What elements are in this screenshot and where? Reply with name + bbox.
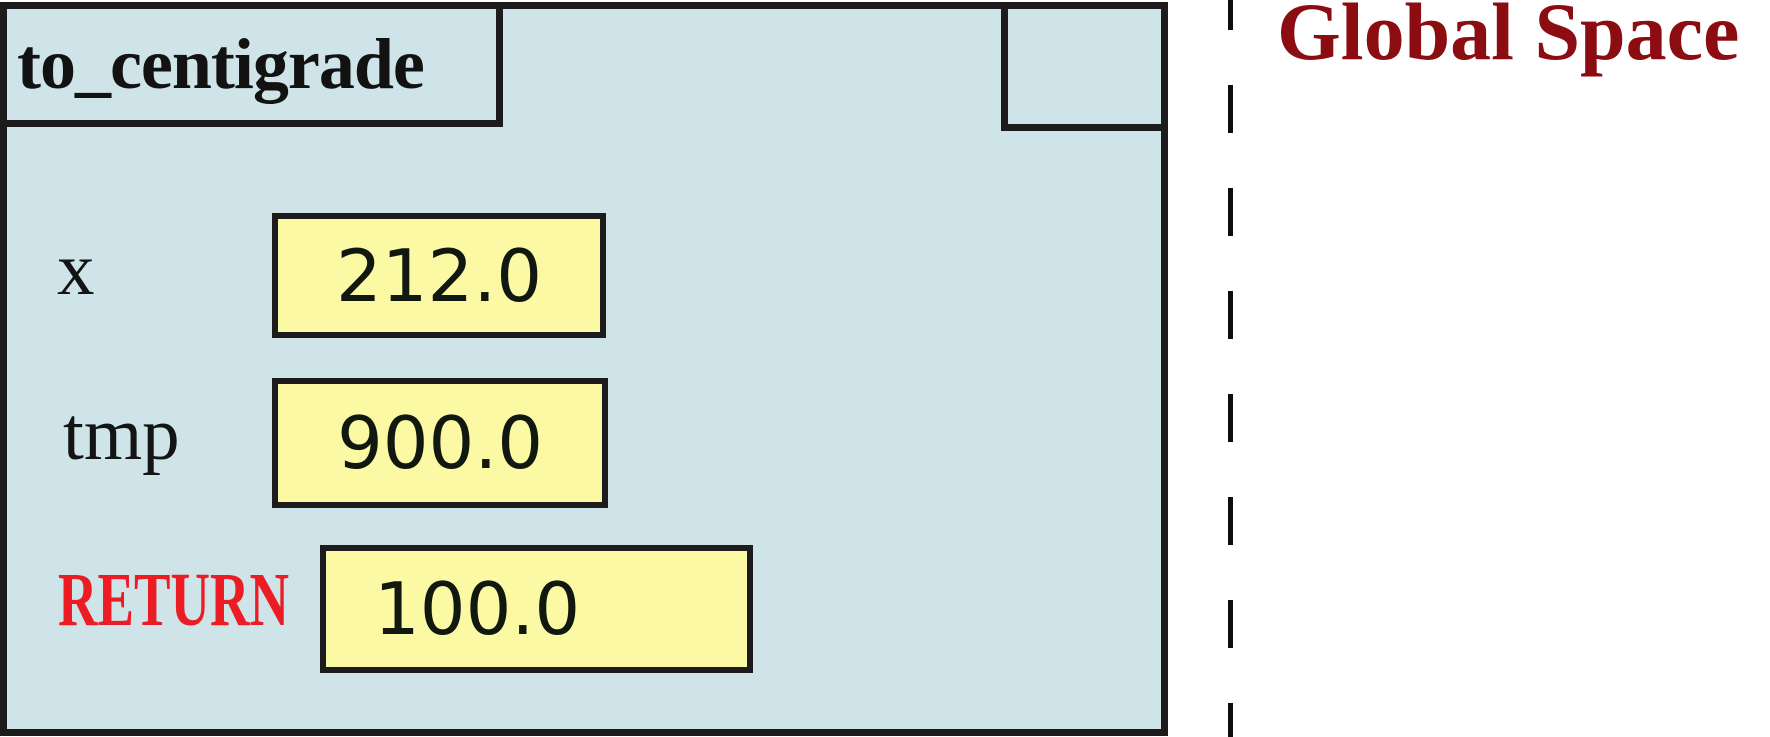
frame-title: to_centigrade [17, 24, 425, 104]
frame-title-tab: to_centigrade [0, 2, 503, 127]
return-label: RETURN [58, 558, 290, 642]
variable-label-tmp: tmp [63, 393, 180, 476]
variable-value-box-tmp: 900.0 [272, 378, 608, 508]
return-value-box: 100.0 [320, 545, 753, 673]
frame-corner-box [1001, 2, 1168, 131]
global-space-label: Global Space [1277, 0, 1740, 77]
global-space-divider-dashed-line [1228, 0, 1233, 737]
variable-value-tmp: 900.0 [336, 401, 544, 485]
return-value: 100.0 [374, 567, 581, 651]
variable-label-x: x [57, 228, 95, 311]
variable-value-box-x: 212.0 [272, 213, 606, 338]
variable-value-x: 212.0 [335, 233, 543, 318]
